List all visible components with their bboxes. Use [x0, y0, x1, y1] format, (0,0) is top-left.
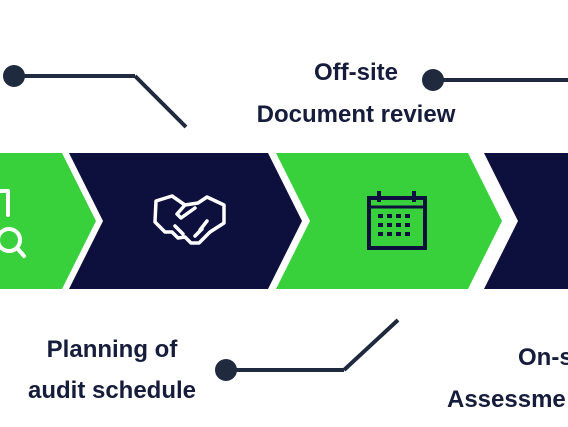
step-2-label-line-1: Planning of	[46, 336, 178, 363]
connector-step-2	[215, 318, 400, 381]
connector-step-3	[422, 69, 568, 91]
step-2-label-line-2: audit schedule	[27, 377, 197, 404]
magnifier-icon	[0, 189, 26, 258]
chevron-step-4	[484, 153, 568, 289]
step-3-label-line-1: Off-site	[314, 59, 398, 86]
handshake-icon	[153, 194, 226, 245]
step-4-label-line-1: On-s	[518, 344, 568, 371]
step-3-label-line-2: Document review	[256, 101, 456, 128]
step-4-label-line-2: Assessme	[447, 386, 566, 413]
connector-step-1	[3, 65, 188, 129]
chevron-step-2	[69, 153, 302, 289]
chevron-band	[0, 153, 568, 289]
calendar-icon	[367, 191, 427, 250]
chevron-step-3	[276, 153, 502, 289]
